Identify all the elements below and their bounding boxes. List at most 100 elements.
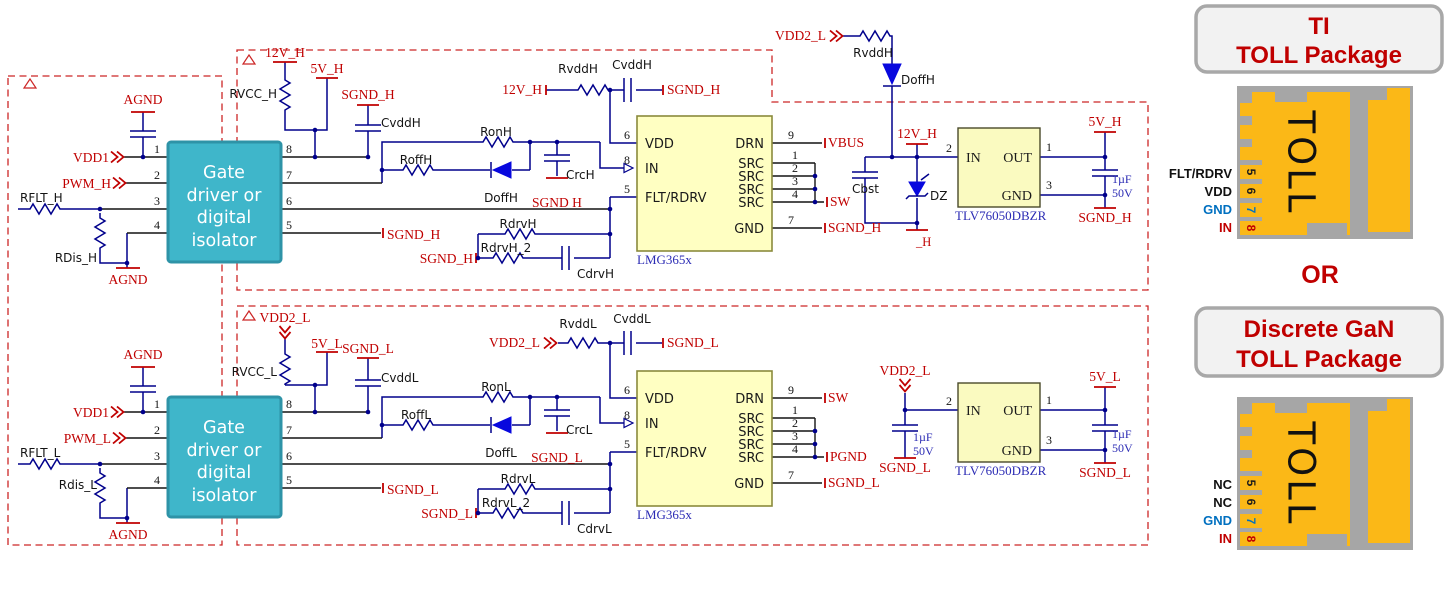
cap-crc-h bbox=[543, 154, 571, 162]
driver-text: digital bbox=[197, 463, 251, 483]
net-label: SGND_L bbox=[531, 450, 583, 465]
component-label: DZ bbox=[930, 189, 947, 203]
cap-value: 1µF bbox=[913, 430, 933, 444]
net-label: AGND bbox=[109, 272, 148, 287]
pin-number: 3 bbox=[154, 449, 160, 463]
ic-pin-name: OUT bbox=[1003, 151, 1032, 166]
pin-number: 2 bbox=[154, 423, 160, 437]
driver-text: Gate bbox=[203, 418, 245, 438]
net-label: SGND_L bbox=[667, 335, 719, 350]
driver-text: driver or bbox=[187, 186, 263, 206]
ic-part-name: LMG365x bbox=[637, 507, 692, 522]
net-label: 5V_L bbox=[311, 336, 343, 351]
pkg-pin-number: 5 bbox=[1244, 480, 1258, 487]
net-label: 5V_H bbox=[1089, 114, 1122, 129]
net-label: 12V_H bbox=[897, 126, 937, 141]
component-label: RonH bbox=[480, 125, 512, 139]
pin-number: 6 bbox=[624, 383, 630, 397]
cap-value: 1µF bbox=[1112, 172, 1132, 186]
pkg-pin-number: 8 bbox=[1244, 225, 1258, 232]
pkg-pin-number: 7 bbox=[1244, 207, 1258, 214]
cap-cdrv-h bbox=[561, 245, 570, 271]
net-label: 12V_H bbox=[502, 82, 542, 97]
pin-number: 4 bbox=[792, 187, 798, 201]
resistor-rvdd-h bbox=[572, 84, 610, 96]
lmg365x-block-high bbox=[636, 115, 773, 252]
ic-pin-name: IN bbox=[966, 404, 981, 419]
pin-number: 5 bbox=[624, 182, 630, 196]
pkg-pin-label: FLT/RDRV bbox=[1169, 166, 1232, 181]
resistor-rdis-h bbox=[94, 212, 106, 250]
pin-number: 1 bbox=[1046, 393, 1052, 407]
high-side-circuit: Gate driver or digital isolator 1 2 3 4 … bbox=[18, 28, 1133, 287]
pin-number: 4 bbox=[154, 473, 160, 487]
pkg-pin-label: IN bbox=[1219, 531, 1232, 546]
pin-number: 5 bbox=[286, 218, 292, 232]
pin-number: 3 bbox=[1046, 433, 1052, 447]
net-chevron-icon bbox=[543, 336, 558, 350]
pin-number: 1 bbox=[154, 142, 160, 156]
resistor-rvcc-l bbox=[279, 348, 291, 386]
ic-part-name: TLV76050DBZR bbox=[955, 208, 1047, 223]
net-label: SGND_L bbox=[879, 460, 931, 475]
resistor-rvdd-l bbox=[562, 337, 600, 349]
cap-cvdd-h bbox=[354, 124, 382, 132]
net-label: AGND bbox=[109, 527, 148, 542]
resistor-rflt-l bbox=[24, 458, 62, 470]
ic-pin-name: GND bbox=[734, 477, 764, 492]
net-chevron-down-icon bbox=[898, 378, 912, 393]
net-label: SGND_L bbox=[828, 475, 880, 490]
pin-number: 1 bbox=[1046, 140, 1052, 154]
net-label: _H bbox=[915, 235, 931, 249]
component-label: CdrvH bbox=[577, 267, 614, 281]
net-label: 5V_H bbox=[311, 61, 344, 76]
net-chevron-down-icon bbox=[278, 325, 292, 340]
net-label: VDD2_L bbox=[880, 363, 931, 378]
component-label: CrcL bbox=[566, 423, 593, 437]
ic-pin-name: FLT/RDRV bbox=[645, 446, 707, 461]
net-label: VBUS bbox=[828, 135, 864, 150]
low-pin-stubs bbox=[100, 397, 824, 489]
component-label: RFLT_H bbox=[20, 191, 63, 205]
ic-pin-name: SRC bbox=[738, 196, 764, 211]
pkg-pin-label: GND bbox=[1203, 513, 1232, 528]
component-label: DoffL bbox=[485, 446, 517, 460]
component-label: CvddH bbox=[381, 116, 421, 130]
ic-pin-name: IN bbox=[645, 162, 659, 177]
diode-doff-boot bbox=[882, 63, 902, 87]
ic-pin-name: SRC bbox=[738, 157, 764, 172]
component-label: CvddL bbox=[381, 371, 419, 385]
cap-value: 50V bbox=[913, 444, 934, 458]
pkg-pin-label: IN bbox=[1219, 220, 1232, 235]
ti-package-title-line1: TI bbox=[1308, 13, 1329, 40]
cap-cdrv-l bbox=[561, 500, 570, 526]
pkg-pin-label: NC bbox=[1213, 477, 1232, 492]
high-side-group-box bbox=[236, 49, 1149, 291]
pin-number: 3 bbox=[1046, 178, 1052, 192]
pin-number: 6 bbox=[286, 449, 292, 463]
component-label: Rdis_L bbox=[59, 478, 98, 492]
low-junction-dots bbox=[97, 340, 1108, 521]
pin-number: 1 bbox=[154, 397, 160, 411]
net-label: SGND_L bbox=[421, 506, 473, 521]
pin-number: 2 bbox=[154, 168, 160, 182]
pkg-pin-number: 5 bbox=[1244, 169, 1258, 176]
ic-part-name: TLV76050DBZR bbox=[955, 463, 1047, 478]
tlv-ldo-block-high bbox=[957, 127, 1041, 208]
net-chevron-icon bbox=[829, 29, 844, 43]
lmg365x-block-low bbox=[636, 370, 773, 507]
toll-package-graphic-top bbox=[1237, 86, 1413, 239]
component-label: RoffH bbox=[400, 153, 432, 167]
pin-number: 7 bbox=[788, 213, 794, 227]
component-label: RoffL bbox=[401, 408, 431, 422]
cap-cvdd-filter-h bbox=[623, 77, 632, 103]
cap-vdd1 bbox=[129, 130, 157, 138]
pin-number: 7 bbox=[788, 468, 794, 482]
pin-number: 2 bbox=[792, 416, 798, 430]
pin-number: 8 bbox=[624, 153, 630, 167]
net-label: SGND_H bbox=[667, 82, 721, 97]
cap-value: 50V bbox=[1112, 441, 1133, 455]
pin-number: 2 bbox=[792, 161, 798, 175]
net-label: VDD2_L bbox=[260, 310, 311, 325]
